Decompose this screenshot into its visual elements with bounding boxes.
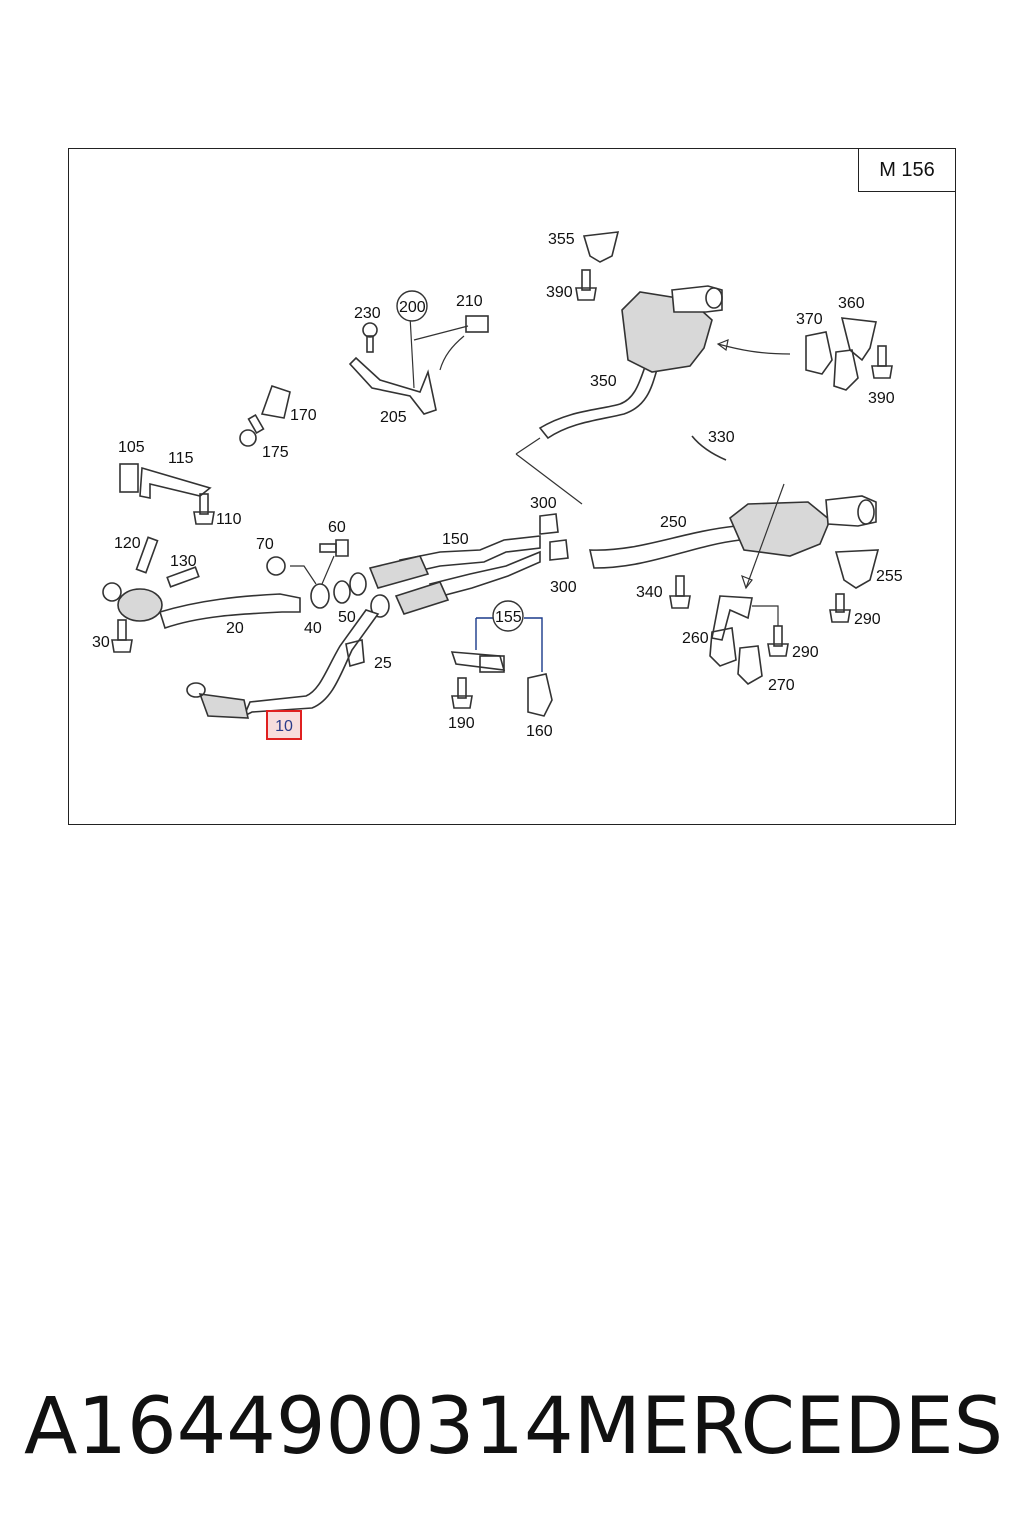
label-390-right: 390 bbox=[868, 390, 895, 407]
rubber-mount-160[interactable] bbox=[527, 673, 553, 717]
label-50: 50 bbox=[338, 609, 356, 626]
label-105: 105 bbox=[118, 439, 145, 456]
label-390-top: 390 bbox=[546, 284, 573, 301]
bracket-360[interactable] bbox=[840, 317, 877, 362]
rear-pipe-250[interactable] bbox=[588, 525, 742, 569]
label-250: 250 bbox=[660, 514, 687, 531]
label-330: 330 bbox=[708, 429, 735, 446]
label-260: 260 bbox=[682, 630, 709, 647]
bracket-205[interactable] bbox=[348, 356, 437, 415]
bolt-30[interactable] bbox=[111, 619, 133, 653]
label-200: 200 bbox=[399, 299, 426, 316]
label-175: 175 bbox=[262, 444, 289, 461]
part-number: A1644900314 bbox=[24, 1382, 574, 1472]
bolt-190[interactable] bbox=[451, 677, 473, 709]
label-110: 110 bbox=[216, 511, 242, 528]
label-30: 30 bbox=[92, 634, 110, 651]
hanger-bracket-155[interactable] bbox=[450, 651, 506, 673]
label-350: 350 bbox=[590, 373, 617, 390]
seal-50[interactable] bbox=[333, 572, 367, 604]
front-pipe-10[interactable] bbox=[186, 609, 380, 719]
label-210: 210 bbox=[456, 293, 483, 310]
clamp-300-lower[interactable] bbox=[549, 539, 569, 561]
oxygen-sensor-130[interactable] bbox=[166, 566, 200, 588]
bolt-290-right[interactable] bbox=[829, 593, 851, 623]
bracket-170[interactable] bbox=[260, 384, 291, 419]
bolt-290-lower[interactable] bbox=[767, 625, 789, 657]
front-pipe-20[interactable] bbox=[102, 582, 301, 630]
label-190: 190 bbox=[448, 715, 475, 732]
label-255: 255 bbox=[876, 568, 903, 585]
label-40: 40 bbox=[304, 620, 322, 637]
label-270: 270 bbox=[768, 677, 795, 694]
part-330[interactable] bbox=[691, 435, 727, 461]
label-160: 160 bbox=[526, 723, 553, 740]
label-370: 370 bbox=[796, 311, 823, 328]
clamp-300-upper[interactable] bbox=[539, 513, 559, 535]
label-115: 115 bbox=[168, 450, 194, 467]
model-label: M 156 bbox=[858, 148, 956, 192]
exhaust-parts-diagram: 30 20 120 130 105 115 110 170 175 230 20… bbox=[92, 231, 903, 740]
rear-muffler-right[interactable] bbox=[729, 495, 877, 557]
label-60: 60 bbox=[328, 519, 346, 536]
brand-name: MERCEDES bbox=[573, 1382, 1004, 1472]
label-120: 120 bbox=[114, 535, 141, 552]
label-300-upper: 300 bbox=[530, 495, 557, 512]
hanger-355[interactable] bbox=[582, 231, 620, 263]
clamp-40[interactable] bbox=[310, 583, 330, 609]
bolt-390-top[interactable] bbox=[575, 269, 597, 301]
bolt-390-right[interactable] bbox=[871, 345, 893, 379]
label-290-right: 290 bbox=[854, 611, 881, 628]
bolt-340[interactable] bbox=[669, 575, 691, 609]
footer: A1644900314 MERCEDES bbox=[0, 1372, 1024, 1482]
label-230: 230 bbox=[354, 305, 381, 322]
label-155: 155 bbox=[495, 609, 522, 626]
nut-70[interactable] bbox=[266, 556, 286, 576]
intermediate-pipe-150[interactable] bbox=[368, 535, 541, 618]
label-70: 70 bbox=[256, 536, 274, 553]
callout-155-circle bbox=[492, 600, 524, 632]
rubber-mount-370[interactable] bbox=[805, 331, 859, 391]
bolt-230[interactable] bbox=[362, 322, 378, 353]
label-150: 150 bbox=[442, 531, 469, 548]
label-290-lower: 290 bbox=[792, 644, 819, 661]
callout-200-circle bbox=[396, 290, 428, 322]
oxygen-sensor-120[interactable] bbox=[135, 536, 159, 574]
clamp-25[interactable] bbox=[345, 638, 365, 668]
label-360: 360 bbox=[838, 295, 865, 312]
label-20: 20 bbox=[226, 620, 244, 637]
clip-210[interactable] bbox=[465, 315, 489, 333]
hanger-255[interactable] bbox=[834, 549, 880, 589]
rear-muffler-left[interactable] bbox=[621, 285, 723, 373]
label-170: 170 bbox=[290, 407, 317, 424]
bracket-115[interactable] bbox=[119, 463, 212, 499]
bolt-175[interactable] bbox=[239, 413, 265, 447]
bolt-110[interactable] bbox=[193, 493, 215, 525]
label-355: 355 bbox=[548, 231, 575, 248]
label-300-lower: 300 bbox=[550, 579, 577, 596]
label-205: 205 bbox=[380, 409, 407, 426]
label-25: 25 bbox=[374, 655, 392, 672]
highlighted-part-label[interactable]: 10 bbox=[266, 710, 302, 740]
label-130: 130 bbox=[170, 553, 197, 570]
rubber-mount-270[interactable] bbox=[709, 627, 763, 685]
bolt-60[interactable] bbox=[319, 539, 349, 557]
label-340: 340 bbox=[636, 584, 663, 601]
